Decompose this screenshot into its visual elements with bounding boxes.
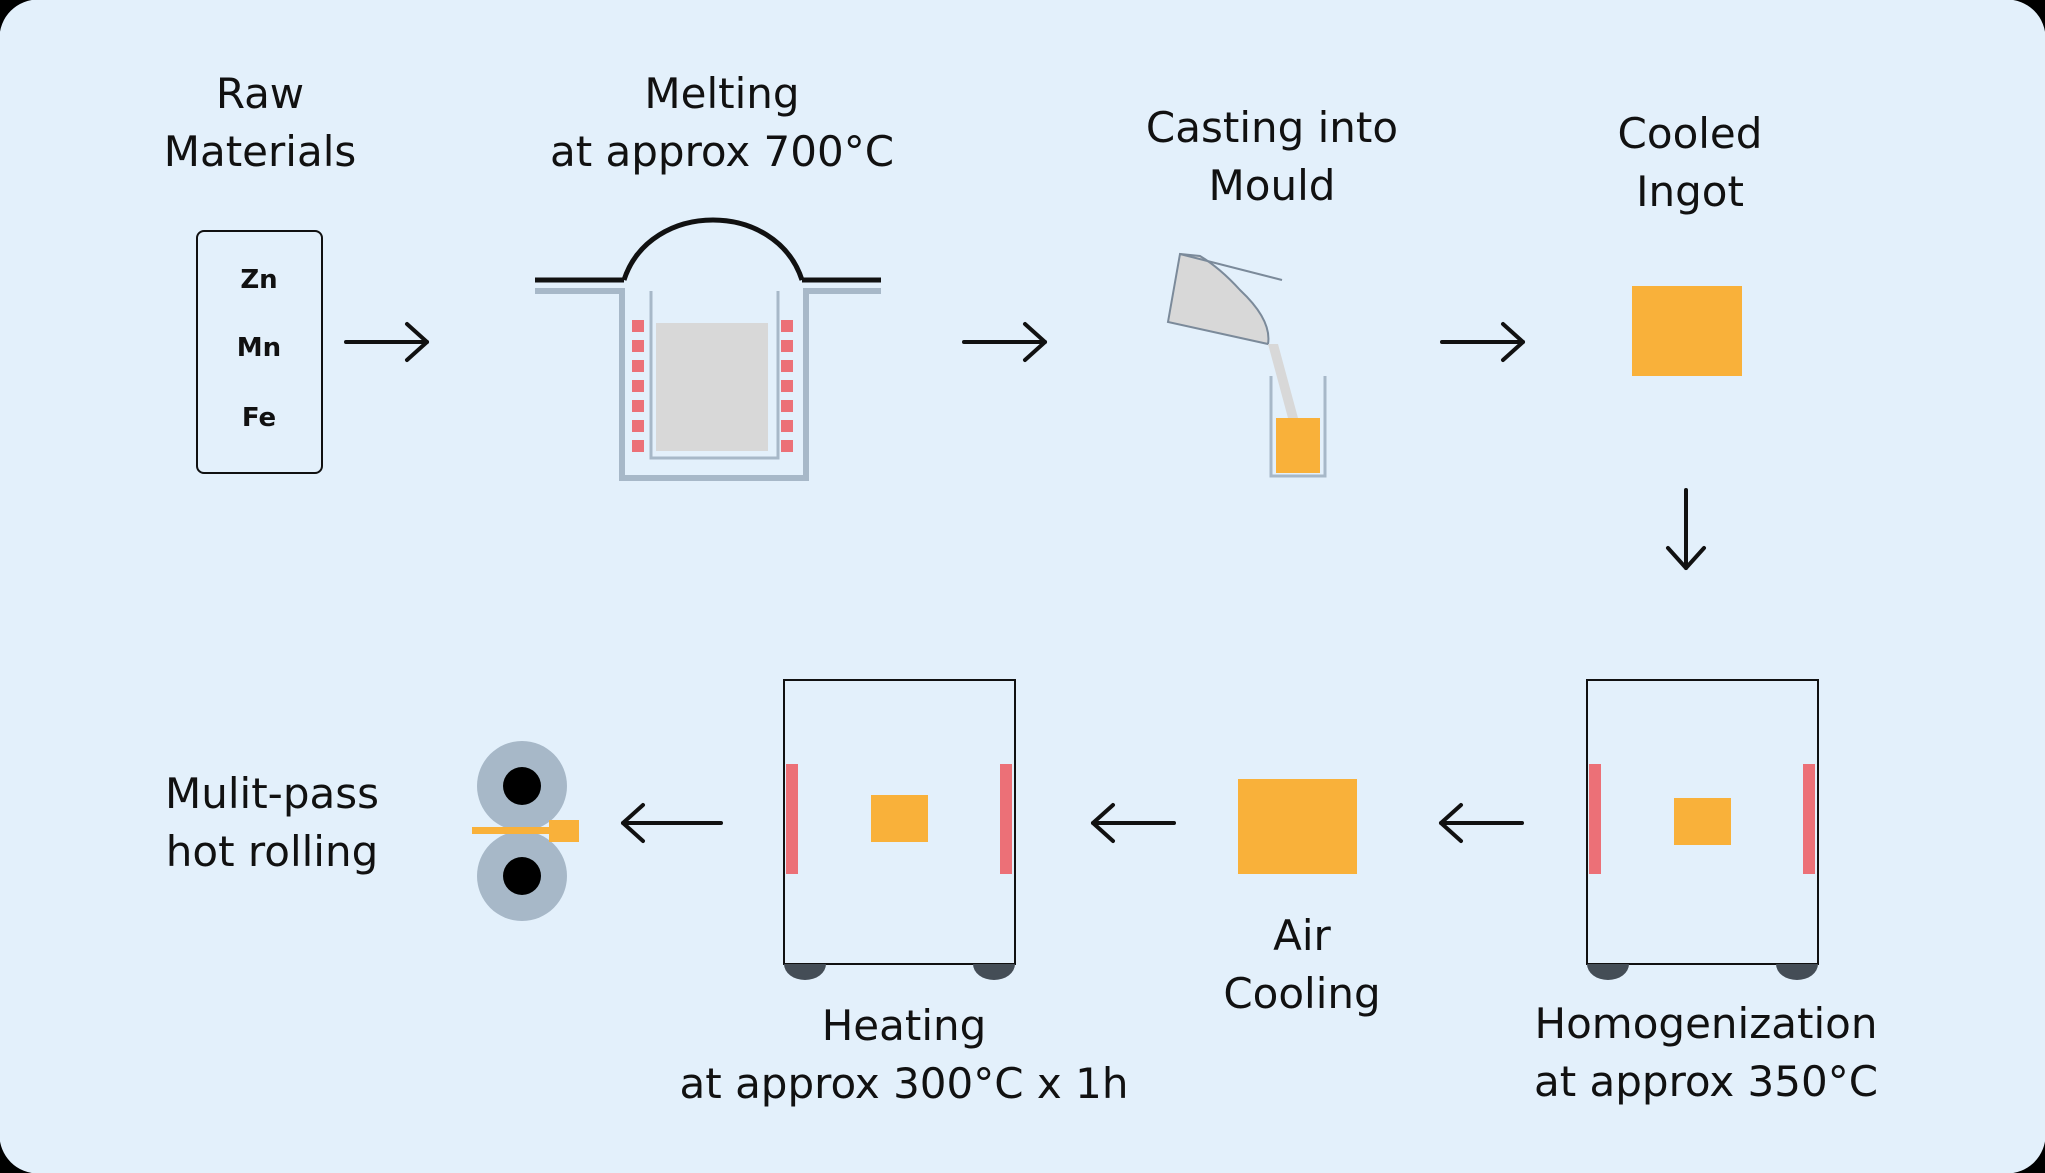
crucible-icon	[656, 323, 768, 451]
arrow-right-icon	[962, 322, 1047, 362]
raw-materials-label-line2: Materials	[164, 127, 357, 176]
melting-label-line2: at approx 700°C	[550, 127, 894, 176]
ingot-icon	[1238, 779, 1357, 874]
raw-materials-box	[196, 230, 323, 474]
element-zn: Zn	[240, 265, 277, 295]
rolling-mill-icon	[472, 741, 579, 921]
arrow-left-icon	[1439, 803, 1524, 843]
air-cooling-label-line1: Air	[1273, 911, 1331, 960]
homogenization-furnace-icon	[1586, 679, 1819, 980]
step-melting: Melting at approx 700°C	[535, 69, 894, 481]
furnace-body-icon	[535, 288, 881, 481]
pouring-ladle-icon	[1166, 252, 1298, 418]
rolled-sheet-icon	[549, 820, 579, 842]
hot-rolling-label-line2: hot rolling	[166, 827, 378, 876]
mould-icon	[1269, 376, 1327, 478]
homogenization-label-line2: at approx 350°C	[1534, 1057, 1878, 1106]
arrow-right-icon	[1440, 322, 1525, 362]
step-heating: Heating at approx 300°C x 1h	[680, 679, 1129, 1108]
air-cooling-label-line2: Cooling	[1223, 969, 1380, 1018]
step-hot-rolling: Mulit-pass hot rolling	[165, 741, 579, 921]
homogenization-label-line1: Homogenization	[1535, 999, 1878, 1048]
arrow-right-icon	[344, 322, 429, 362]
step-casting: Casting into Mould	[1146, 103, 1398, 478]
heating-label-line2: at approx 300°C x 1h	[680, 1059, 1129, 1108]
arrow-left-icon	[621, 803, 723, 843]
arrow-left-icon	[1091, 803, 1176, 843]
step-cooled-ingot: Cooled Ingot	[1618, 109, 1763, 376]
casting-label-line2: Mould	[1209, 161, 1336, 210]
heating-coils-icon	[632, 320, 793, 452]
hot-rolling-label-line1: Mulit-pass	[165, 769, 379, 818]
step-raw-materials: Raw Materials Zn Mn Fe	[164, 69, 357, 474]
cooled-ingot-label-line1: Cooled	[1618, 109, 1763, 158]
cooled-ingot-label-line2: Ingot	[1636, 167, 1744, 216]
arrow-down-icon	[1666, 488, 1706, 570]
heating-furnace-icon	[783, 679, 1016, 980]
casting-label-line1: Casting into	[1146, 103, 1398, 152]
raw-materials-label-line1: Raw	[216, 69, 304, 118]
element-mn: Mn	[237, 333, 281, 363]
melting-label-line1: Melting	[644, 69, 799, 118]
molten-metal-icon	[1276, 418, 1320, 473]
heating-label-line1: Heating	[822, 1001, 987, 1050]
ingot-icon	[871, 795, 928, 842]
furnace-lid-icon	[535, 217, 881, 283]
ingot-icon	[1632, 286, 1742, 376]
element-fe: Fe	[242, 403, 276, 433]
step-homogenization: Homogenization at approx 350°C	[1534, 679, 1878, 1106]
ingot-icon	[1674, 798, 1731, 845]
step-air-cooling: Air Cooling	[1223, 779, 1381, 1018]
